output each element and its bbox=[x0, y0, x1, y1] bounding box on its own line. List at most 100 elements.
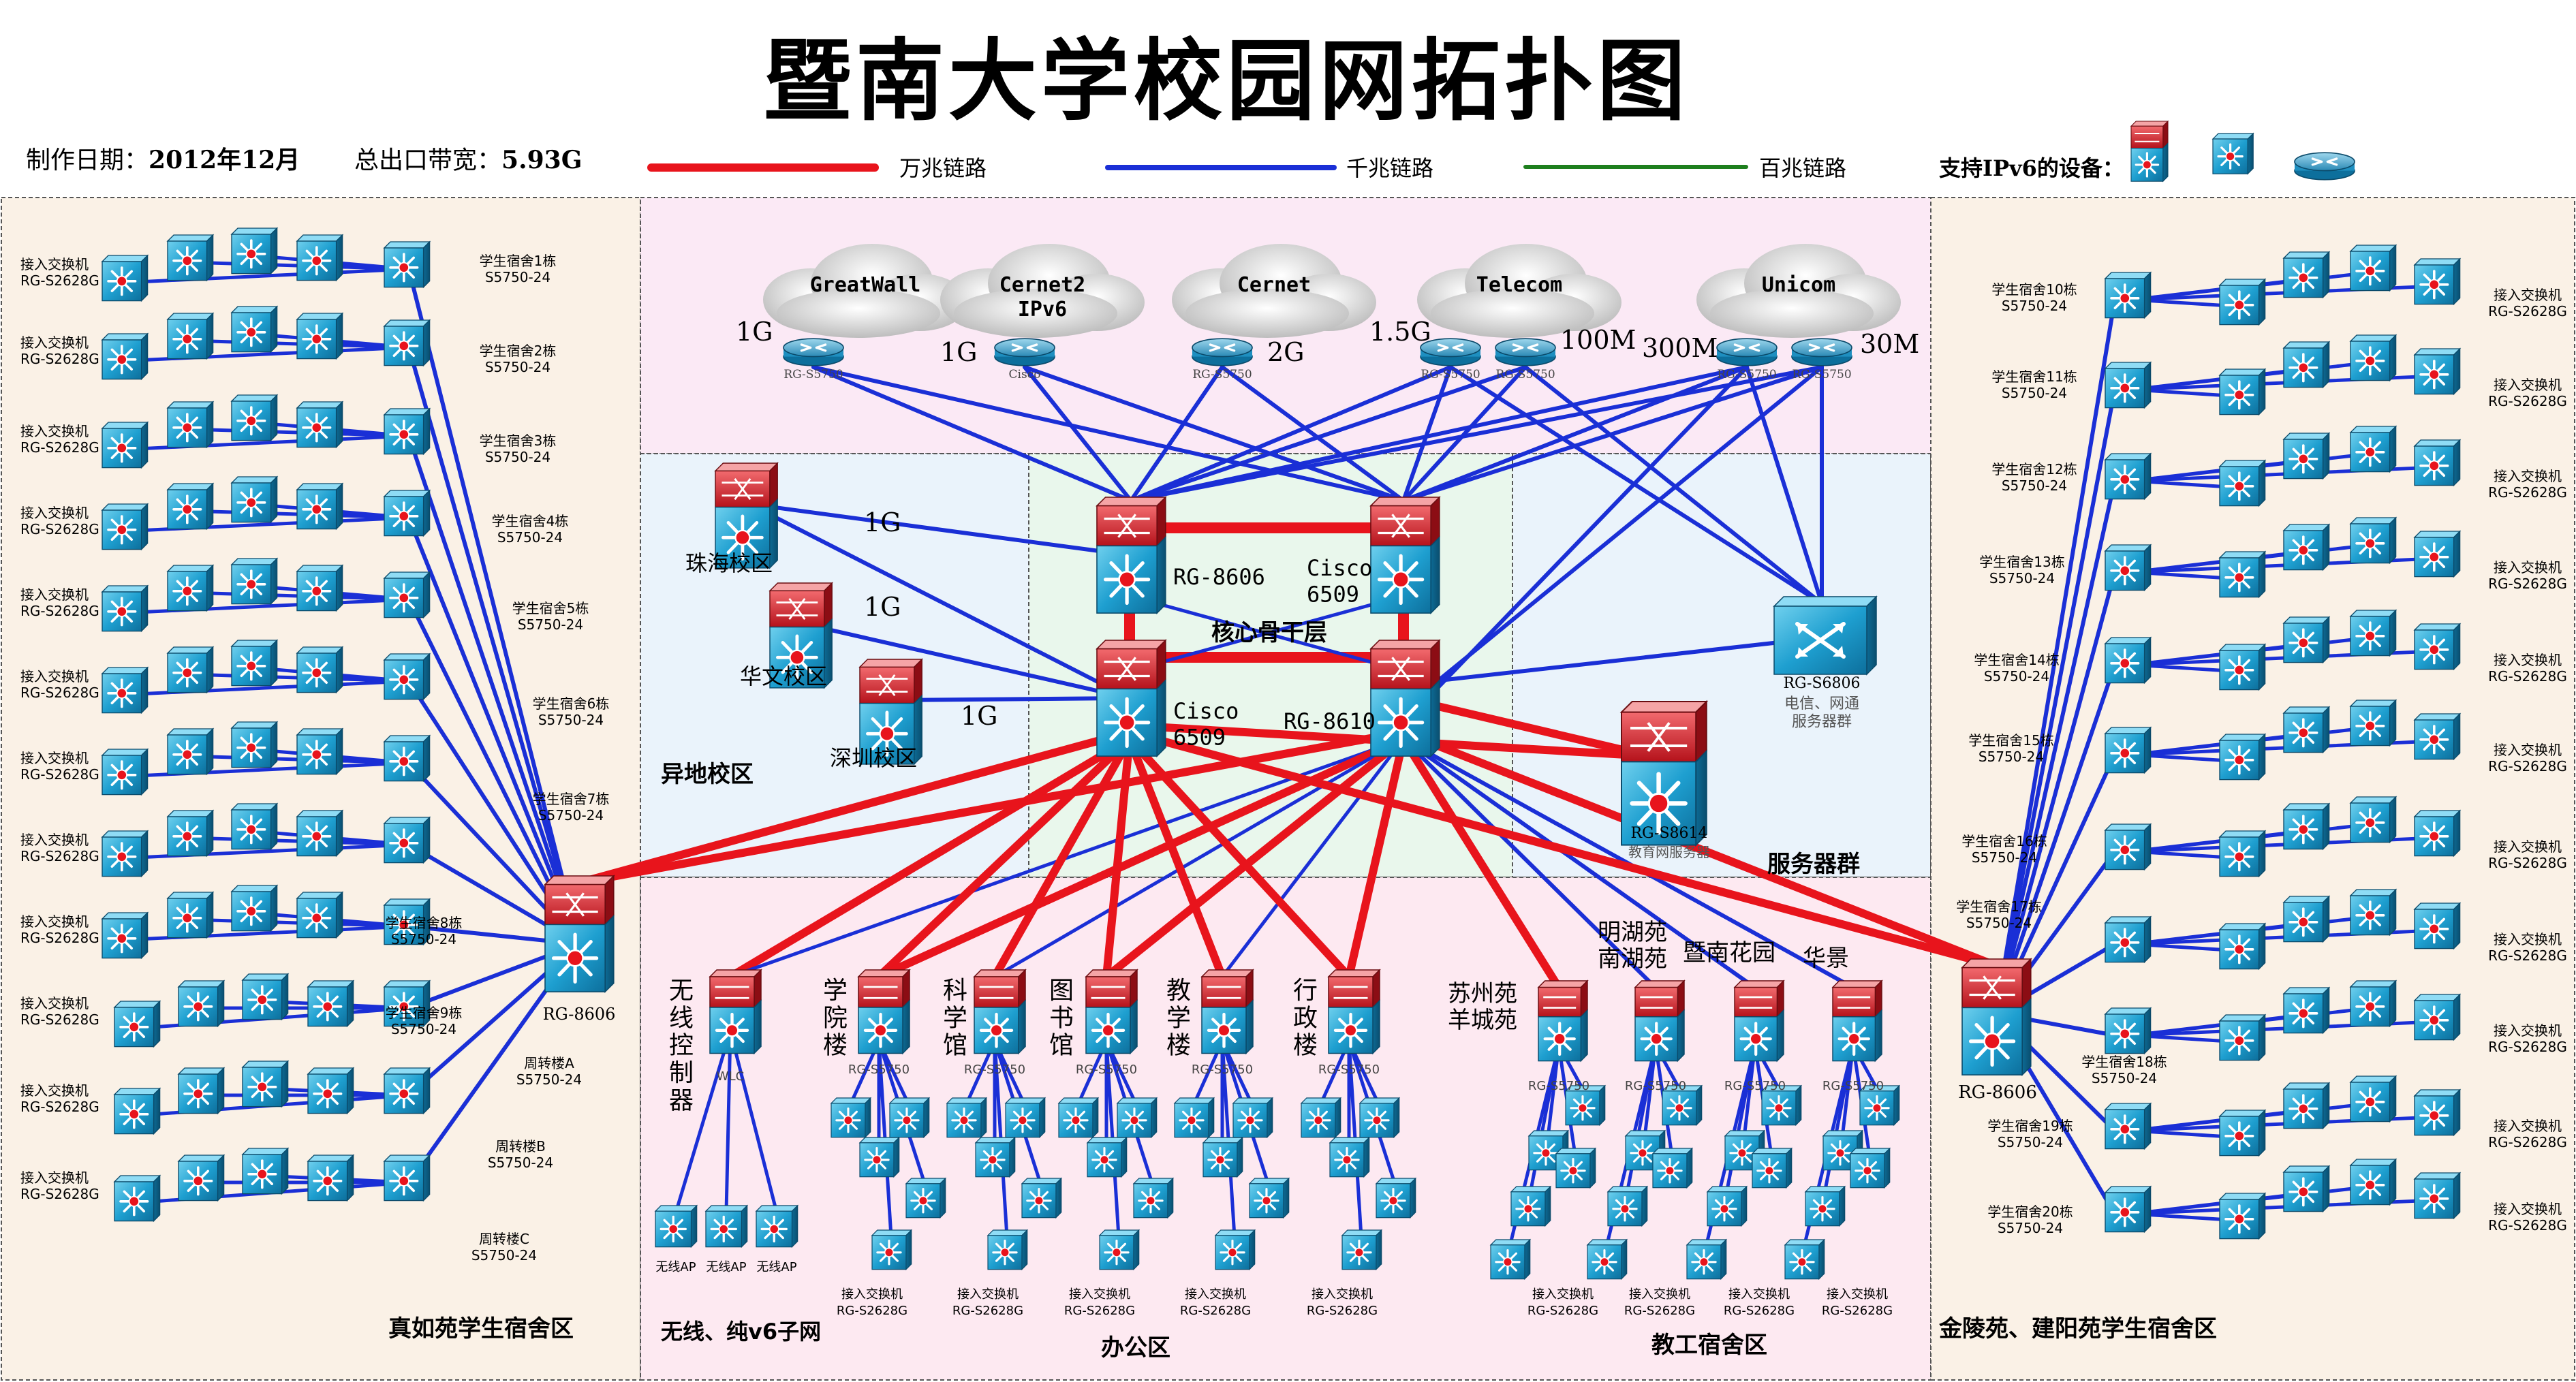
right-zone-label-line: 金陵苑、建阳苑学生宿舍区 bbox=[1938, 1315, 2217, 1342]
right-access-label-line: 接入交换机 bbox=[2494, 652, 2562, 668]
isp-name: Cernet bbox=[1237, 273, 1311, 297]
staff-area-label-line: 羊城苑 bbox=[1448, 1007, 1517, 1034]
left-access-model: RG-S2628G bbox=[20, 439, 99, 456]
left-access-label: 接入交换机 bbox=[20, 668, 89, 685]
staff-access-label: 接入交换机 bbox=[1532, 1287, 1594, 1302]
left-building-model-line: S5750-24 bbox=[538, 807, 604, 823]
office-building-label-char: 院 bbox=[823, 1004, 848, 1032]
right-access-switch-icon bbox=[2349, 244, 2397, 292]
staff-area-label: 暨南花园 bbox=[1683, 939, 1775, 967]
left-access-switch-icon bbox=[166, 312, 215, 360]
isp-router-model-line: Cisco bbox=[1009, 368, 1041, 381]
left-building-name: 学生宿舍2栋 bbox=[480, 343, 557, 359]
right-building-model: S5750-24 bbox=[2002, 477, 2067, 494]
staff-agg-switch-icon bbox=[1538, 981, 1587, 1061]
left-building-model-line: S5750-24 bbox=[485, 269, 550, 285]
right-access-model: RG-S2628G bbox=[2488, 947, 2567, 964]
office-access-icon bbox=[987, 1229, 1029, 1271]
right-building-model: S5750-24 bbox=[2002, 385, 2067, 401]
staff-access-label-line: 接入交换机 bbox=[1728, 1287, 1790, 1302]
right-access-model-line: RG-S2628G bbox=[2488, 1039, 2567, 1055]
office-building-label: 图书馆 bbox=[1049, 977, 1074, 1060]
staff-area-label-line: 明湖苑 bbox=[1598, 919, 1667, 946]
remote-zone-label: 异地校区 bbox=[661, 761, 754, 788]
right-building-name: 学生宿舍16栋 bbox=[1961, 833, 2047, 849]
left-access-label-line: 接入交换机 bbox=[20, 750, 89, 766]
right-access-switch-icon bbox=[2413, 1088, 2462, 1137]
right-access-switch-icon bbox=[2413, 712, 2462, 761]
isp-cloud bbox=[1185, 289, 1349, 338]
left-access-switch-icon bbox=[296, 482, 344, 531]
right-access-label: 接入交换机 bbox=[2494, 742, 2562, 758]
right-access-switch-icon bbox=[2218, 733, 2267, 781]
bottom-agg-switch-icon bbox=[858, 970, 910, 1054]
office-building-label-char: 图 bbox=[1049, 977, 1074, 1005]
left-building-name-line: 学生宿舍4栋 bbox=[492, 513, 569, 529]
left-access-label-line: 接入交换机 bbox=[20, 505, 89, 521]
left-access-switch-icon bbox=[113, 1087, 161, 1135]
left-access-switch-icon bbox=[166, 809, 215, 858]
office-building-label: 学院楼 bbox=[823, 977, 848, 1060]
wlc-ap-link bbox=[728, 1029, 779, 1214]
staff-access-label-line: 接入交换机 bbox=[1532, 1287, 1594, 1302]
staff-access-model-line: RG-S2628G bbox=[1822, 1304, 1893, 1318]
left-access-label-line: 接入交换机 bbox=[20, 334, 89, 351]
left-access-model-line: RG-S2628G bbox=[20, 685, 99, 701]
right-building-model-line: S5750-24 bbox=[1972, 849, 2037, 866]
right-access-model: RG-S2628G bbox=[2488, 484, 2567, 501]
office-access-label: 接入交换机 bbox=[1312, 1287, 1373, 1302]
staff-access-model: RG-S2628G bbox=[1822, 1304, 1893, 1318]
remote-campus-bandwidth-line: 1G bbox=[864, 507, 901, 537]
left-access-model: RG-S2628G bbox=[20, 1099, 99, 1115]
date-meta: 制作日期：2012年12月 bbox=[26, 140, 300, 176]
left-building-name-line: 周转楼A bbox=[524, 1055, 574, 1071]
left-access-switch-icon bbox=[230, 227, 279, 275]
left-access-switch-icon bbox=[230, 475, 279, 524]
right-access-switch-icon bbox=[2218, 368, 2267, 416]
left-building-model: S5750-24 bbox=[485, 269, 550, 285]
staff-area-label-line: 华景 bbox=[1803, 945, 1849, 972]
right-building-agg-link bbox=[1994, 298, 2117, 1016]
staff-area-label: 华景 bbox=[1803, 945, 1849, 972]
isp-core-link bbox=[1129, 365, 1824, 503]
left-access-model-line: RG-S2628G bbox=[20, 1099, 99, 1115]
right-access-model-line: RG-S2628G bbox=[2488, 484, 2567, 501]
rg-s6806-label: RG-S6806 bbox=[1783, 675, 1860, 692]
wireless-ap-label-line: 无线AP bbox=[655, 1260, 696, 1274]
remote-campus-name: 深圳校区 bbox=[830, 745, 917, 771]
isp-router-icon bbox=[1716, 337, 1778, 367]
office-building-label-char: 教 bbox=[1166, 977, 1191, 1005]
office-agg-model-line: RG-S5750 bbox=[1318, 1063, 1380, 1077]
isp-router-model: RG-S5750 bbox=[1495, 368, 1555, 381]
right-building-model: S5750-24 bbox=[1998, 1134, 2063, 1150]
right-building-model-line: S5750-24 bbox=[2092, 1070, 2157, 1086]
right-access-model-line: RG-S2628G bbox=[2488, 1217, 2567, 1234]
left-access-model-line: RG-S2628G bbox=[20, 351, 99, 367]
staff-agg-model: RG-S5750 bbox=[1724, 1079, 1786, 1093]
left-access-switch-icon bbox=[101, 911, 149, 960]
office-agg-model: RG-S5750 bbox=[1318, 1063, 1380, 1077]
isp-cloud bbox=[1431, 289, 1594, 338]
left-access-label: 接入交换机 bbox=[20, 505, 89, 521]
wlc-label-char: 器 bbox=[669, 1086, 694, 1114]
remote-campus-name-line: 深圳校区 bbox=[830, 745, 917, 771]
wireless-ap-icon bbox=[704, 1204, 749, 1248]
left-access-model: RG-S2628G bbox=[20, 930, 99, 946]
wlc-label: 无线控制器 bbox=[669, 977, 694, 1114]
page-title: 暨南大学校园网拓扑图 bbox=[762, 29, 1690, 133]
right-access-switch-icon bbox=[2282, 251, 2331, 299]
right-access-label-line: 接入交换机 bbox=[2494, 1022, 2562, 1039]
left-building-model-line: S5750-24 bbox=[497, 529, 563, 546]
left-access-model-line: RG-S2628G bbox=[20, 766, 99, 783]
bottom-agg-switch-icon bbox=[1202, 970, 1253, 1054]
right-access-model: RG-S2628G bbox=[2488, 668, 2567, 685]
left-access-label-line: 接入交换机 bbox=[20, 1169, 89, 1186]
office-access-icon bbox=[1021, 1177, 1063, 1219]
left-access-model: RG-S2628G bbox=[20, 685, 99, 701]
left-access-model-line: RG-S2628G bbox=[20, 439, 99, 456]
left-access-model: RG-S2628G bbox=[20, 848, 99, 864]
office-building-label: 教学楼 bbox=[1166, 977, 1191, 1060]
server-core-10g-link bbox=[1399, 694, 1653, 760]
